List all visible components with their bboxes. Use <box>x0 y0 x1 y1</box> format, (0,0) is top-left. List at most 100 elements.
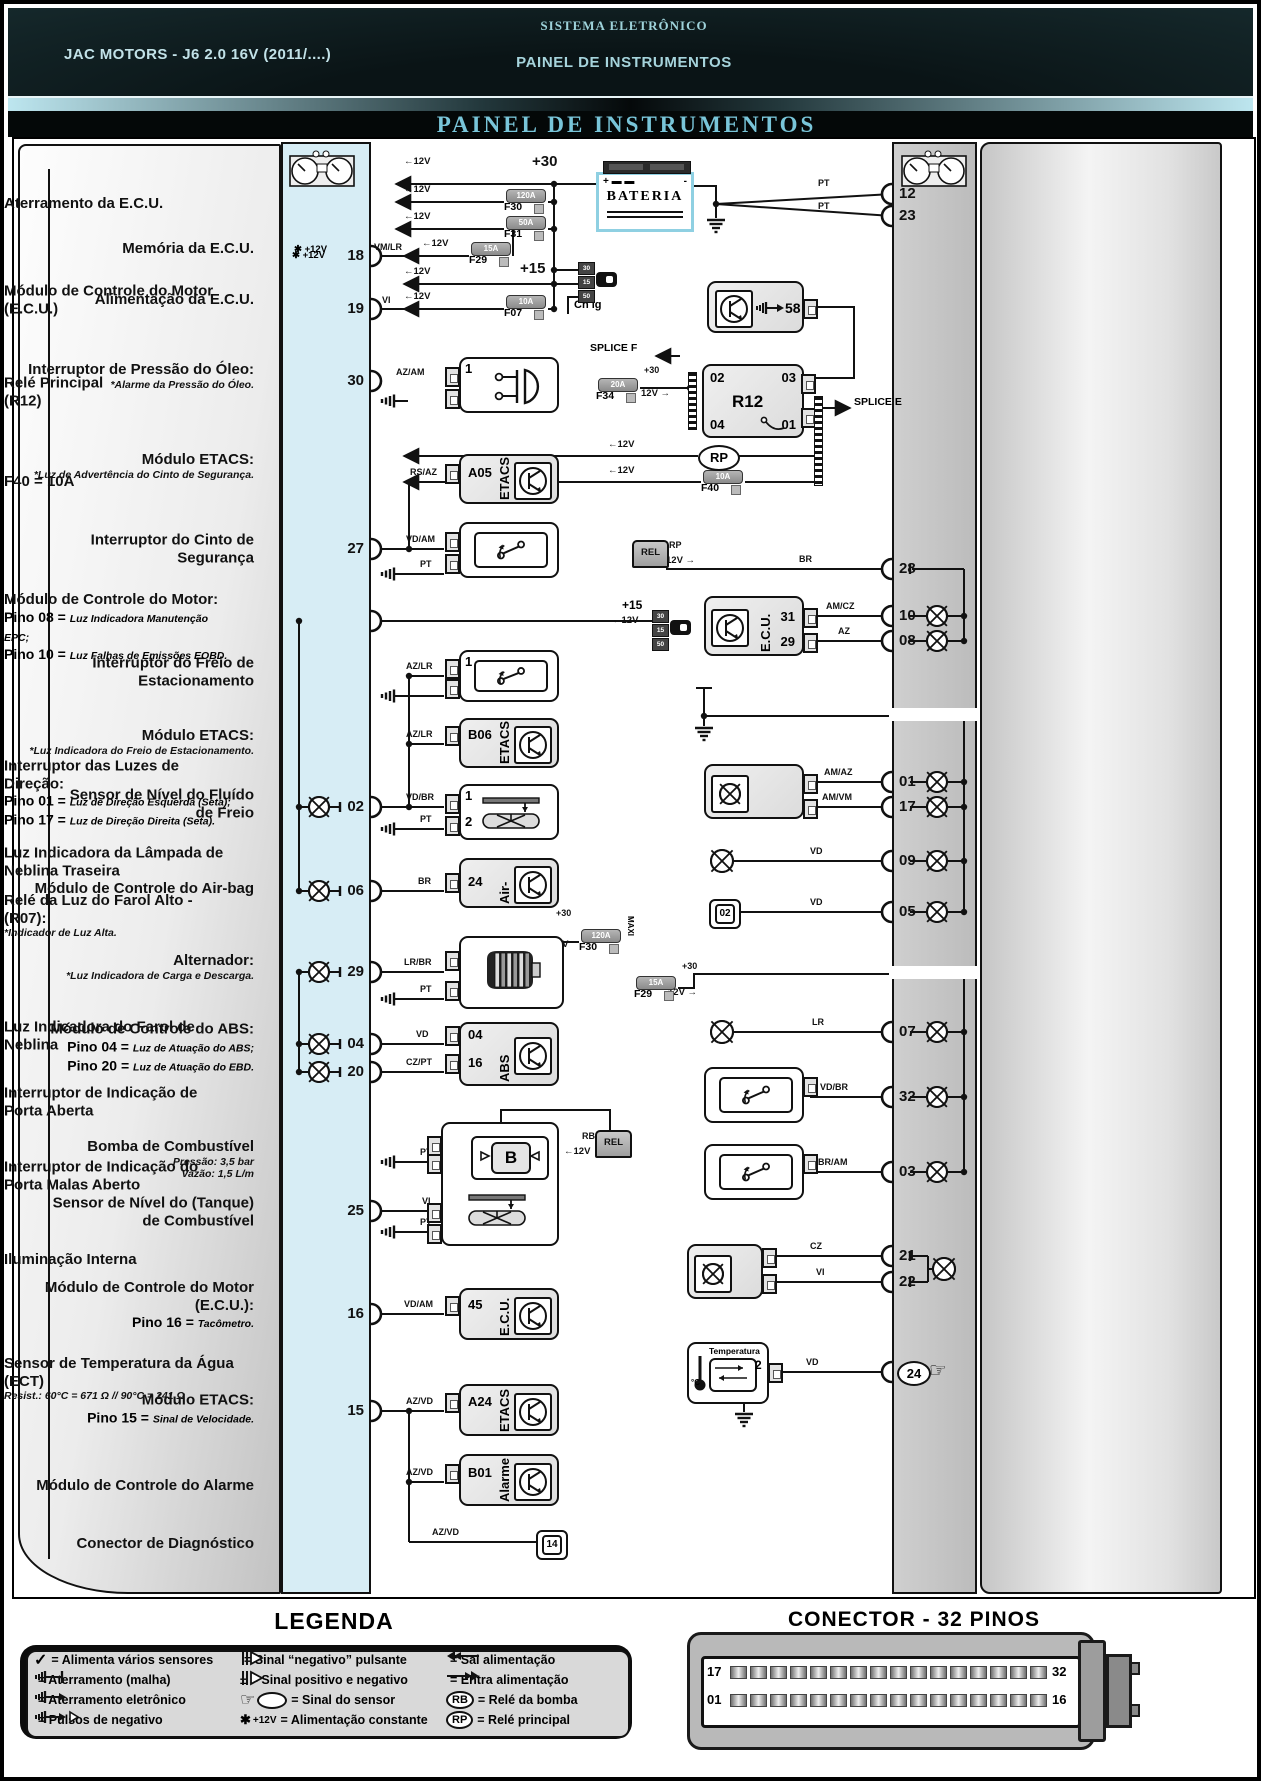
connector-pin-cell <box>830 1666 847 1679</box>
battery-label: BATERIA <box>606 189 684 204</box>
battery-minus: - <box>683 176 687 187</box>
label-line: Neblina <box>4 1036 59 1053</box>
label-line: Interruptor das Luzes de Direção: <box>4 757 180 793</box>
connector-pin-cell <box>970 1666 987 1679</box>
label-line: Luz Indicadora do Farol de <box>4 1018 195 1036</box>
connector-pin-cell <box>990 1666 1007 1679</box>
text-pt: PT <box>420 814 432 824</box>
text-cz: CZ <box>810 1241 822 1251</box>
text-12v: ←12V <box>404 156 431 167</box>
relay-pin-04: 04 <box>710 417 725 432</box>
left-pin-20: 20 <box>347 1063 364 1080</box>
connector-row-label-right: 16 <box>1052 1692 1067 1707</box>
left-pin-25: 25 <box>347 1202 364 1219</box>
text-splicee: SPLICE E <box>854 396 902 408</box>
hand-icon: ☞ <box>929 1358 947 1382</box>
module-tab <box>445 726 460 746</box>
fuse-amp: 15A <box>636 976 676 990</box>
transistor-icon <box>514 462 552 500</box>
connector-pin-cell <box>870 1666 887 1679</box>
connector-notch-top <box>1130 1662 1140 1675</box>
connector-pin-cell <box>1030 1666 1047 1679</box>
text-vd: VD <box>416 1029 429 1039</box>
text-12v: ←12V <box>422 238 449 249</box>
fuse-amp: 15A <box>471 242 511 256</box>
main-relay-oval: RP <box>698 445 740 471</box>
connector-pin-cell <box>830 1694 847 1707</box>
relay-pin-03: 03 <box>781 370 796 385</box>
temp-pin-2: 2 <box>755 1358 762 1372</box>
label-line: (E.C.U.): <box>194 1296 254 1314</box>
fuse-name: F07 <box>504 307 523 319</box>
connector-pin-cell <box>910 1694 927 1707</box>
transistor-icon <box>514 1463 552 1501</box>
rb-icon: RB <box>446 1691 474 1709</box>
left-label-8: Módulo de Controle do Air-bag <box>4 880 254 898</box>
label-line: Módulo de Controle do Motor <box>44 1278 254 1296</box>
transistor-icon <box>514 866 552 904</box>
text-12v: ✱ +12V <box>294 244 328 255</box>
legend-text: = Alimenta vários sensores <box>51 1653 214 1667</box>
title-band <box>8 111 1253 137</box>
module-type-label: ETACS <box>497 1388 512 1432</box>
key-icon <box>596 272 617 287</box>
text-12v: ←12V <box>608 465 635 476</box>
connector-pin-cell <box>1030 1694 1047 1707</box>
page-title: PAINEL DE INSTRUMENTOS <box>436 112 817 137</box>
right-label-4: Módulo de Controle do Motor:Pino 08 = Lu… <box>4 591 236 665</box>
text-amvm: AM/VM <box>822 792 852 802</box>
module-pin-label: 29 <box>780 634 795 649</box>
connector-title: CONECTOR - 32 PINOS <box>788 1608 1040 1631</box>
module-tab <box>762 1274 777 1294</box>
legend-box <box>26 1650 630 1738</box>
fuse-name: F40 <box>701 482 720 494</box>
text-bram: BR/AM <box>818 1157 848 1167</box>
component-tab <box>803 1153 818 1174</box>
label-line: Luz Indicadora da Lâmpada de <box>4 844 224 862</box>
text-12v: ←12V <box>564 1146 591 1157</box>
text-pt: PT <box>420 1147 432 1157</box>
left-label-15: Módulo de Controle do Alarme <box>4 1477 254 1495</box>
label-line: Sensor de Nível do (Tanque) <box>52 1194 254 1212</box>
module-tab <box>445 1026 460 1046</box>
module-type-label: ETACS <box>497 456 512 500</box>
label-line: de Combustível <box>142 1212 254 1229</box>
label-line: Neblina Traseira <box>4 862 120 879</box>
legend-item-3: = Pulsos de negativo <box>34 1710 163 1730</box>
module-pin-label: A24 <box>468 1394 492 1409</box>
label-line: Módulo ETACS: <box>141 450 254 468</box>
ignition-pin-15: 15 <box>652 624 669 637</box>
relay-pin-02: 02 <box>710 370 725 385</box>
connector-pin-cell <box>890 1666 907 1679</box>
component-pin-number: 1 <box>465 361 473 376</box>
connector-pin-cell <box>930 1666 947 1679</box>
text-br: BR <box>418 876 431 886</box>
legend-text: = Alimentação constante <box>280 1713 428 1727</box>
parkbrake-switch: 1 <box>445 650 559 702</box>
temp-element <box>709 1358 757 1392</box>
left-pin-27: 27 <box>347 540 364 557</box>
transistor-icon <box>514 726 552 764</box>
text-lrbr: LR/BR <box>404 957 432 967</box>
module-type-label: E.C.U. <box>497 1297 512 1336</box>
text-12v: 12V → <box>666 555 696 566</box>
component-tab <box>427 1154 442 1174</box>
label-line: Relé da Luz do Farol Alto - (R07): <box>4 892 193 927</box>
text-rp: RP <box>669 540 682 550</box>
connector-row-label-left: 17 <box>707 1664 722 1679</box>
ignition-pin-50: 50 <box>652 638 669 651</box>
right-label-1: Módulo de Controle do Motor(E.C.U.) <box>4 282 236 317</box>
label-line: Relé Principal <box>4 374 104 392</box>
connector-pin-cell <box>930 1694 947 1707</box>
strip-gap-0 <box>889 708 980 721</box>
connector-pin-cell <box>970 1694 987 1707</box>
label-line: Pino 20 = Luz de Atuação do EBD. <box>67 1056 254 1073</box>
component-tab <box>427 1136 442 1156</box>
text-vdam: VD/AM <box>404 1299 433 1309</box>
